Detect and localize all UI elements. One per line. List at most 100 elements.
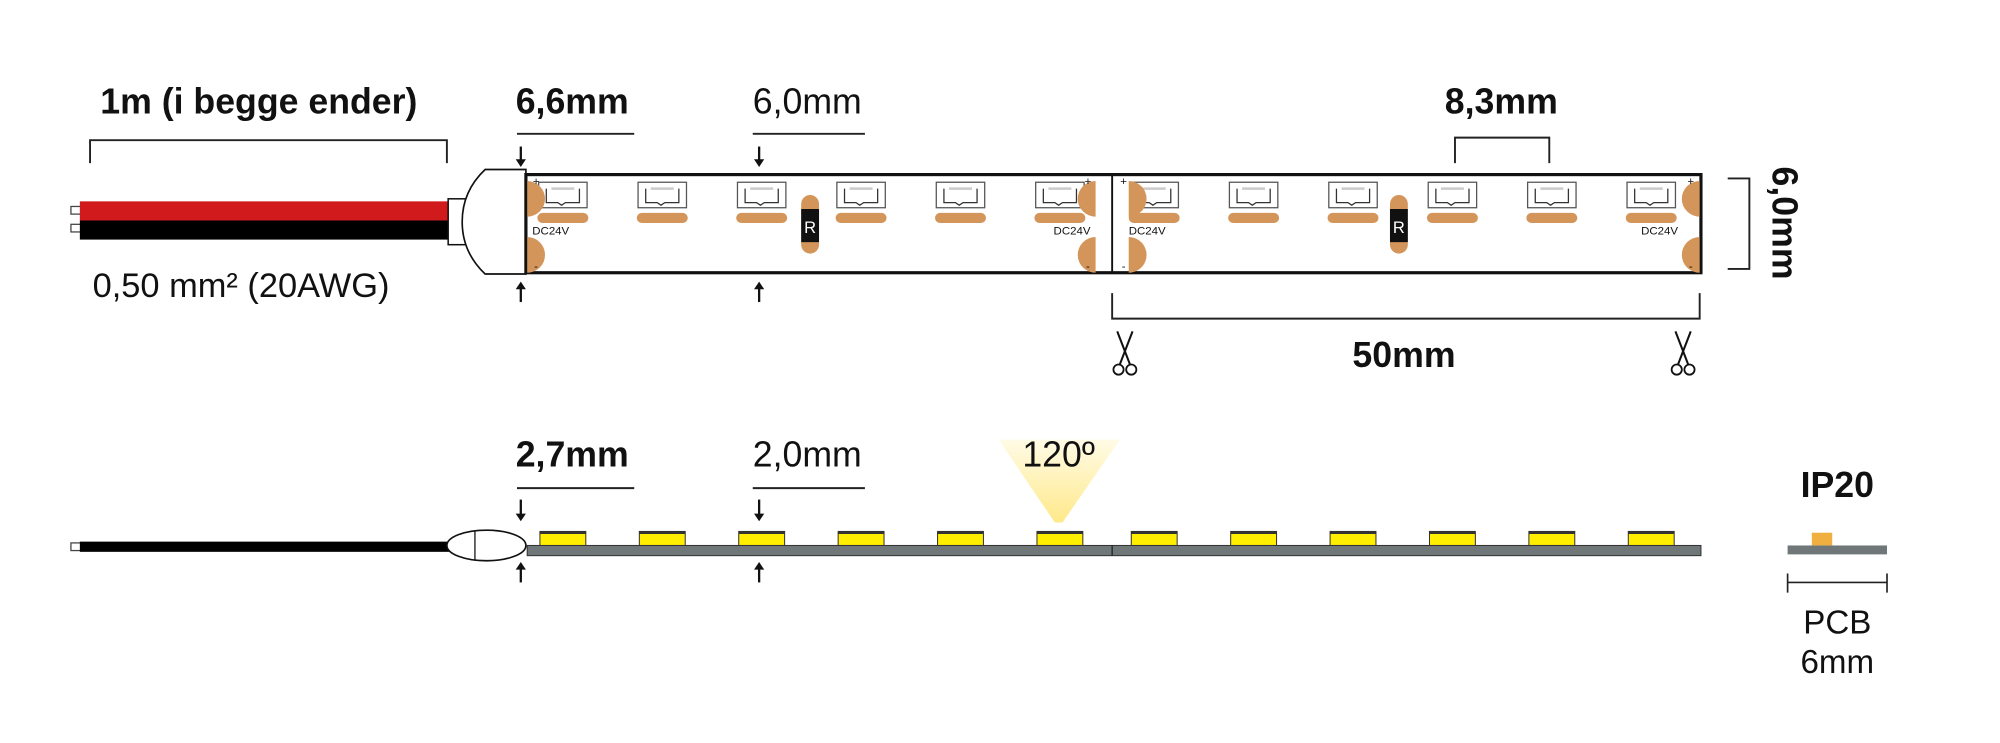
beam-angle-cone: [998, 439, 1120, 523]
cut-length-label: 50mm: [1352, 335, 1455, 375]
solder-pad: [1426, 212, 1478, 224]
wire-pair: [70, 201, 452, 240]
contact-pad: [1077, 180, 1096, 217]
solder-pad: [1526, 212, 1578, 224]
led-chip: [636, 181, 688, 224]
contact-pad: [527, 237, 546, 273]
led-chip: [935, 181, 986, 224]
side-led: [1036, 530, 1084, 546]
voltage-label: DC24V: [532, 225, 569, 237]
arrow-down-icon: [754, 499, 765, 522]
solder-pad: [935, 212, 986, 224]
strip-top-view: [524, 173, 1703, 275]
contact-pad: [1681, 180, 1700, 217]
arrow-down-icon: [754, 146, 765, 167]
plus-sign: +: [1687, 176, 1694, 188]
scissors-icon: [1670, 330, 1696, 376]
led-chip: [1526, 181, 1578, 224]
solder-pad: [1625, 212, 1677, 224]
solder-pad: [1034, 212, 1086, 224]
led-chip: [1327, 181, 1379, 224]
side-led: [1627, 530, 1675, 546]
strip-width-label: 6,6mm: [516, 81, 629, 121]
voltage-label: DC24V: [1054, 225, 1091, 237]
scissors-icon: [1112, 330, 1138, 376]
pcb-width-bracket: [1786, 573, 1888, 593]
minus-sign: -: [1086, 261, 1090, 273]
arrow-down-icon: [515, 499, 526, 522]
solder-pad: [835, 212, 887, 224]
plus-sign: +: [1120, 176, 1127, 188]
arrow-up-icon: [754, 562, 765, 583]
side-led: [1428, 530, 1476, 546]
solder-pad: [736, 212, 788, 224]
voltage-label: DC24V: [1641, 225, 1678, 237]
arrow-up-icon: [754, 281, 765, 303]
wire-tip-black: [70, 223, 82, 233]
side-led: [738, 530, 786, 546]
wire-gauge-label: 0,50 mm² (20AWG): [93, 267, 390, 305]
end-cap-connector: [447, 168, 527, 275]
side-wire-tip: [70, 542, 82, 552]
red-wire: [79, 201, 452, 221]
side-connector: [446, 529, 527, 562]
beam-angle-label: 120º: [1022, 434, 1095, 474]
led-chip: [1034, 181, 1086, 224]
cable-length-bracket: [89, 139, 448, 164]
pcb-label: PCB: [1803, 604, 1871, 641]
contact-pad: [1077, 237, 1096, 273]
side-pcb: [526, 544, 1702, 557]
side-led: [1230, 530, 1278, 546]
led-pitch-bracket: [1454, 136, 1551, 164]
side-led: [1329, 530, 1377, 546]
arrow-up-icon: [515, 562, 526, 583]
side-led: [1528, 530, 1576, 546]
led-chip: [1228, 181, 1280, 224]
side-led: [1130, 530, 1178, 546]
cable-length-label: 1m (i begge ender): [100, 81, 417, 121]
contact-pad: [1128, 237, 1147, 273]
led-chip: [835, 181, 887, 224]
side-led: [539, 530, 587, 546]
wire-tip-red: [70, 205, 82, 215]
led-chip: [736, 181, 788, 224]
led-chip: [537, 181, 589, 224]
led-pitch-label: 8,3mm: [1445, 81, 1558, 121]
plus-sign: +: [533, 176, 540, 188]
led-height-label: 2,0mm: [753, 434, 862, 474]
contact-pad: [1681, 237, 1700, 273]
solder-pad: [1327, 212, 1379, 224]
cross-section-pcb: [1787, 545, 1888, 555]
solder-pad: [1228, 212, 1280, 224]
led-chip: [1625, 181, 1677, 224]
contact-pad: [527, 180, 546, 217]
resistor: R: [1389, 194, 1408, 254]
led-width-label: 6,0mm: [753, 81, 862, 121]
resistor-label: R: [804, 218, 816, 237]
resistor-label: R: [1393, 218, 1405, 237]
pcb-width-label: 6mm: [1801, 644, 1875, 681]
contact-pad: [1128, 180, 1147, 217]
cut-length-bracket: [1111, 293, 1701, 320]
solder-pad: [1128, 212, 1180, 224]
ip-rating: IP20: [1801, 465, 1874, 505]
cross-section-led: [1811, 532, 1833, 546]
side-led: [837, 530, 885, 546]
minus-sign: -: [1689, 261, 1693, 273]
plus-sign: +: [1085, 176, 1092, 188]
black-wire: [79, 220, 452, 240]
side-led: [937, 530, 984, 546]
side-wire: [79, 541, 452, 552]
resistor: R: [801, 194, 820, 254]
strip-height-label: 2,7mm: [516, 434, 629, 474]
pcb-height-label: 6,0mm: [1764, 167, 1804, 280]
pcb-height-bracket: [1727, 177, 1751, 270]
arrow-up-icon: [515, 281, 526, 303]
solder-pad: [636, 212, 688, 224]
arrow-down-icon: [515, 146, 526, 167]
minus-sign: -: [1122, 261, 1126, 273]
minus-sign: -: [534, 261, 538, 273]
side-led: [638, 530, 686, 546]
voltage-label: DC24V: [1129, 225, 1166, 237]
